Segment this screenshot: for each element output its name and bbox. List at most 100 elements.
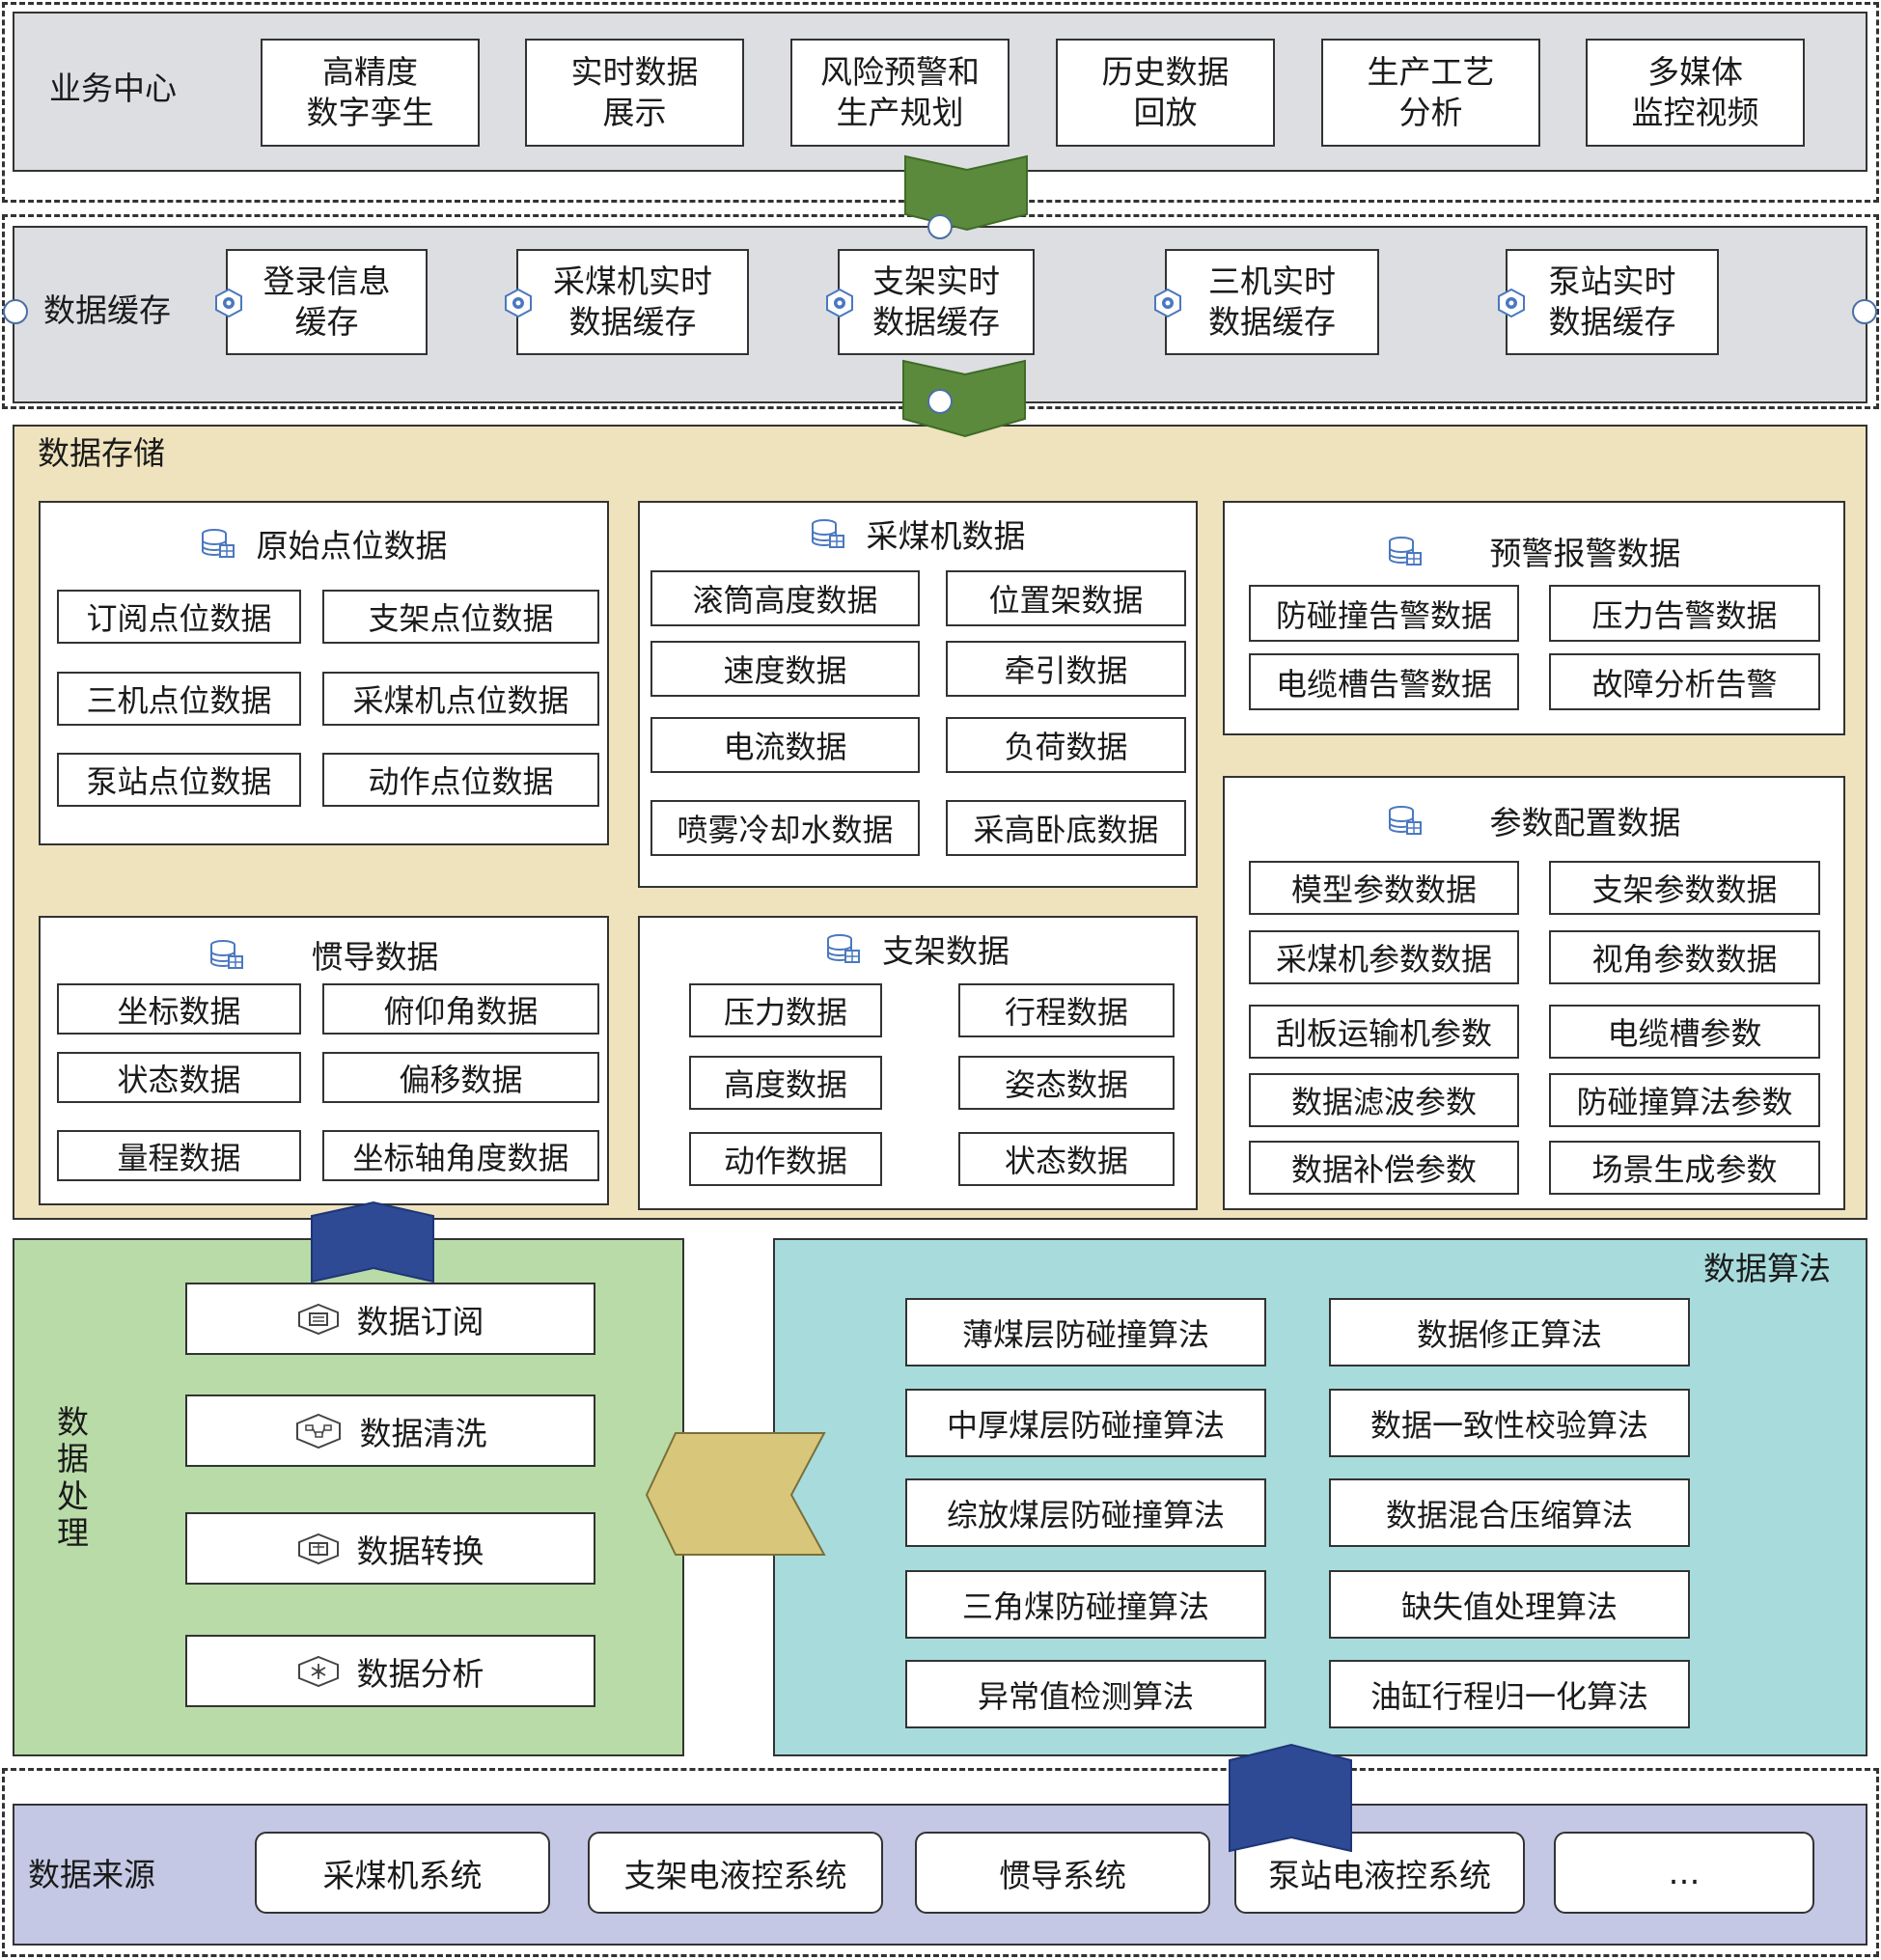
panel-title-inertial: 惯导数据 [41, 933, 607, 976]
business-item-digital-twin[interactable]: 高精度 数字孪生 [261, 39, 480, 147]
conversion-icon [297, 1532, 339, 1564]
cell-attitude: 姿态数据 [958, 1056, 1175, 1110]
source-pump-system[interactable]: 泵站电液控系统 [1234, 1832, 1525, 1914]
cell-subscribe-point: 订阅点位数据 [57, 590, 301, 644]
cell-pressure-alarm: 压力告警数据 [1549, 585, 1820, 642]
cell-status: 状态数据 [57, 1052, 301, 1103]
business-item-multimedia[interactable]: 多媒体 监控视频 [1586, 39, 1805, 147]
panel-warning-data: 预警报警数据 防碰撞告警数据 压力告警数据 电缆槽告警数据 故障分析告警 [1223, 501, 1845, 735]
algo-data-correction[interactable]: 数据修正算法 [1329, 1298, 1690, 1366]
database-icon [201, 529, 235, 558]
subscribe-icon [297, 1303, 339, 1335]
cell-pitch-angle: 俯仰角数据 [322, 983, 599, 1035]
panel-title-text: 预警报警数据 [1489, 535, 1681, 572]
process-label: 数据转换 [356, 1532, 484, 1570]
process-cleaning[interactable]: 数据清洗 [185, 1394, 595, 1467]
green-arrow-cache-to-business [904, 154, 1028, 232]
cell-pump-point: 泵站点位数据 [57, 753, 301, 807]
cell-collision-alarm: 防碰撞告警数据 [1249, 585, 1519, 642]
blue-arrow-source-to-algorithm [1229, 1743, 1352, 1853]
business-item-process-analysis[interactable]: 生产工艺 分析 [1321, 39, 1540, 147]
panel-title-text: 原始点位数据 [256, 527, 448, 565]
algo-medium-seam-collision[interactable]: 中厚煤层防碰撞算法 [905, 1389, 1266, 1457]
panel-title-param: 参数配置数据 [1225, 799, 1843, 842]
algo-top-coal-collision[interactable]: 综放煤层防碰撞算法 [905, 1478, 1266, 1547]
cache-icon [505, 289, 532, 317]
connector-node-mid [927, 389, 953, 414]
source-section-frame [2, 1768, 1879, 1957]
source-shearer-system[interactable]: 采煤机系统 [255, 1832, 550, 1914]
analysis-icon [297, 1655, 339, 1687]
cell-fault-alarm: 故障分析告警 [1549, 653, 1820, 710]
panel-param-data: 参数配置数据 模型参数数据 支架参数数据 采煤机参数数据 视角参数数据 刮板运输… [1223, 776, 1845, 1210]
cell-model-param: 模型参数数据 [1249, 861, 1519, 915]
connector-node-top [927, 214, 953, 239]
cell-position-frame: 位置架数据 [946, 570, 1186, 626]
process-conversion[interactable]: 数据转换 [185, 1512, 595, 1585]
process-label: 数据清洗 [359, 1414, 487, 1452]
panel-title-text: 采煤机数据 [866, 517, 1026, 555]
algo-missing-value[interactable]: 缺失值处理算法 [1329, 1570, 1690, 1639]
cache-title: 数据缓存 [43, 291, 171, 329]
cache-icon [1154, 289, 1181, 317]
cell-load: 负荷数据 [946, 717, 1186, 773]
process-label: 数据分析 [356, 1654, 484, 1693]
connector-node-left [3, 299, 28, 324]
cell-collision-algo-param: 防碰撞算法参数 [1549, 1073, 1820, 1127]
cache-item-support[interactable]: 支架实时 数据缓存 [838, 249, 1035, 355]
cell-conveyor-param: 刮板运输机参数 [1249, 1005, 1519, 1059]
cache-item-login[interactable]: 登录信息 缓存 [226, 249, 428, 355]
algo-thin-seam-collision[interactable]: 薄煤层防碰撞算法 [905, 1298, 1266, 1366]
cell-three-machine-point: 三机点位数据 [57, 672, 301, 726]
process-label: 数据订阅 [356, 1302, 484, 1340]
panel-title-shearer: 采煤机数据 [640, 512, 1196, 555]
cell-scene-param: 场景生成参数 [1549, 1141, 1820, 1195]
cell-support-status: 状态数据 [958, 1132, 1175, 1186]
panel-title-raw: 原始点位数据 [41, 522, 607, 565]
business-item-history-playback[interactable]: 历史数据 回放 [1056, 39, 1275, 147]
algo-outlier-detection[interactable]: 异常值检测算法 [905, 1660, 1266, 1728]
cell-shearer-param: 采煤机参数数据 [1249, 930, 1519, 984]
cache-item-pump[interactable]: 泵站实时 数据缓存 [1506, 249, 1719, 355]
cell-filter-param: 数据滤波参数 [1249, 1073, 1519, 1127]
process-subscribe[interactable]: 数据订阅 [185, 1283, 595, 1355]
cell-range: 量程数据 [57, 1130, 301, 1181]
source-more[interactable]: … [1554, 1832, 1814, 1914]
blue-arrow-processing-to-storage [311, 1201, 434, 1284]
processing-title: 数 据 处 理 [57, 1403, 89, 1552]
cache-item-three-machine[interactable]: 三机实时 数据缓存 [1165, 249, 1379, 355]
business-title: 业务中心 [49, 69, 177, 107]
green-arrow-storage-to-cache [902, 359, 1026, 438]
storage-title: 数据存储 [38, 434, 165, 472]
business-item-risk-warning[interactable]: 风险预警和 生产规划 [790, 39, 1010, 147]
algorithm-title: 数据算法 [1703, 1250, 1831, 1287]
algo-consistency-check[interactable]: 数据一致性校验算法 [1329, 1389, 1690, 1457]
cell-current: 电流数据 [650, 717, 920, 773]
database-icon [1388, 806, 1422, 835]
cell-speed: 速度数据 [650, 641, 920, 697]
panel-shearer-data: 采煤机数据 滚筒高度数据 位置架数据 速度数据 牵引数据 电流数据 负荷数据 喷… [638, 501, 1198, 888]
database-icon [811, 519, 844, 548]
algo-triangle-coal-collision[interactable]: 三角煤防碰撞算法 [905, 1570, 1266, 1639]
database-icon [209, 940, 243, 969]
cell-height: 高度数据 [689, 1056, 882, 1110]
cell-offset: 偏移数据 [322, 1052, 599, 1103]
cache-icon [215, 289, 242, 317]
cell-support-point: 支架点位数据 [322, 590, 599, 644]
cell-spray-water: 喷雾冷却水数据 [650, 800, 920, 856]
algo-cylinder-normalization[interactable]: 油缸行程归一化算法 [1329, 1660, 1690, 1728]
cell-cable-alarm: 电缆槽告警数据 [1249, 653, 1519, 710]
connector-node-right [1852, 299, 1877, 324]
source-inertial-system[interactable]: 惯导系统 [915, 1832, 1210, 1914]
business-item-realtime-display[interactable]: 实时数据 展示 [525, 39, 744, 147]
cell-compensation-param: 数据补偿参数 [1249, 1141, 1519, 1195]
algo-hybrid-compression[interactable]: 数据混合压缩算法 [1329, 1478, 1690, 1547]
cell-traction: 牵引数据 [946, 641, 1186, 697]
database-icon [827, 934, 860, 963]
cell-coordinate: 坐标数据 [57, 983, 301, 1035]
cell-axis-angle: 坐标轴角度数据 [322, 1130, 599, 1181]
source-support-system[interactable]: 支架电液控系统 [588, 1832, 883, 1914]
cache-item-shearer[interactable]: 采煤机实时 数据缓存 [516, 249, 749, 355]
process-analysis[interactable]: 数据分析 [185, 1635, 595, 1707]
panel-support-data: 支架数据 压力数据 行程数据 高度数据 姿态数据 动作数据 状态数据 [638, 916, 1198, 1210]
